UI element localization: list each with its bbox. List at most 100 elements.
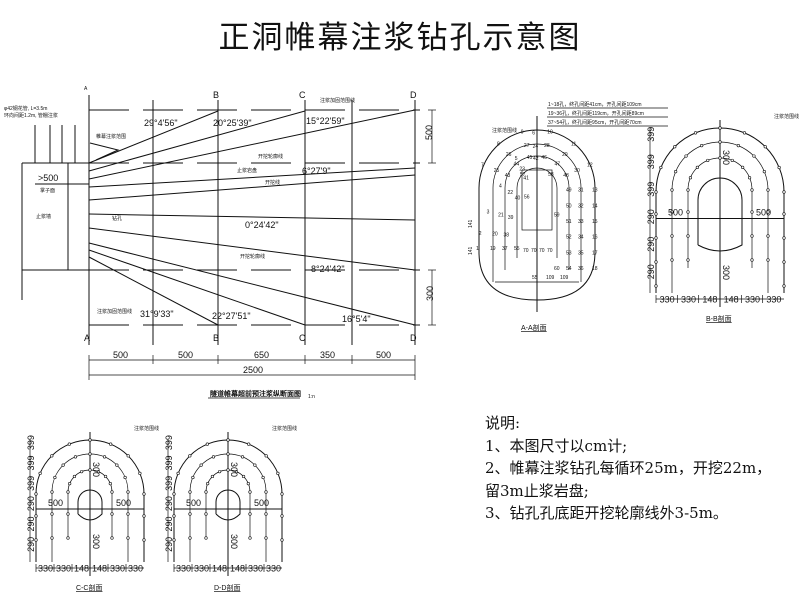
hole-number: 21 [498, 213, 504, 219]
drill-hole-icon [280, 514, 284, 518]
drill-hole-icon [686, 188, 690, 192]
dimension-label: 500 [116, 498, 131, 508]
dimension-label: 55 [532, 275, 538, 281]
wall-label: 止浆墙 [36, 213, 51, 220]
hole-number: 31 [578, 188, 584, 194]
drill-hole-icon [38, 471, 42, 475]
drill-hole-icon [66, 512, 70, 516]
dimension-label: 290 [26, 496, 36, 511]
longitudinal-caption: 隧道帷幕超前预注浆纵断面图 [210, 389, 301, 398]
hole-number: 14 [592, 203, 598, 209]
drill-hole-icon [66, 490, 70, 494]
dimension-label: 500 [756, 208, 771, 218]
excavation-outline [697, 177, 743, 252]
dimension-label: 300 [91, 534, 101, 549]
angle-label: 16°5'4" [342, 314, 371, 324]
hole-number: 33 [578, 219, 584, 225]
note-item: 2、帷幕注浆钻孔每循环25m，开挖22m， [485, 459, 772, 477]
drill-hole-icon [766, 258, 770, 262]
dimension-label: 399 [646, 182, 656, 197]
dimension-label: 399 [164, 435, 174, 450]
drill-hole-icon [126, 454, 130, 458]
drill-hole-icon [253, 463, 257, 467]
dimension-label: 70 [539, 248, 545, 254]
drill-hole-icon [61, 463, 65, 467]
section-mark-b: B [213, 90, 219, 100]
drill-hole-icon [264, 454, 268, 458]
excavation-outline [215, 489, 241, 521]
hole-number: 45 [527, 155, 533, 161]
dimension-label: 300 [229, 534, 239, 549]
drill-hole-icon [138, 471, 142, 475]
angle-label: 29°4'56" [144, 118, 178, 128]
drill-hole-icon [126, 490, 130, 494]
angle-label: 31°9'33" [140, 309, 174, 319]
drill-hole-icon [782, 260, 786, 264]
drill-hole-icon [142, 514, 146, 518]
dimension-label: 330 [194, 564, 209, 574]
dimension-label: 300 [91, 462, 101, 477]
drill-hole-icon [741, 165, 745, 169]
dimension-label: 148 [724, 295, 739, 305]
angle-label: 8°24'42" [311, 264, 345, 274]
line-label: 注浆加固范围线 [320, 97, 355, 104]
drill-hole-icon [73, 455, 78, 459]
hole-number: 42 [533, 156, 539, 162]
hole-number: 56 [524, 194, 530, 200]
drill-hole-icon [280, 538, 284, 542]
drill-hole-icon [188, 490, 192, 494]
drill-hole-icon [264, 490, 268, 494]
hole-number: 46 [541, 155, 547, 161]
bottom-dim: 350 [320, 350, 335, 360]
drill-hole-icon [766, 210, 770, 214]
hole-number: 41 [523, 175, 529, 181]
drill-hole-icon [654, 190, 658, 194]
drill-hole-icon [670, 258, 674, 262]
hole-number: 49 [566, 188, 572, 194]
drill-hole-icon [204, 490, 208, 494]
drill-hole-icon [142, 492, 146, 496]
drill-hole-icon [670, 234, 674, 238]
drill-hole-icon [261, 475, 265, 480]
drill-hole-icon [110, 536, 114, 540]
dimension-label: 399 [164, 455, 174, 470]
excavation-outline [77, 489, 103, 521]
range-label: 帷幕注浆范围 [96, 133, 126, 140]
dimension-label: 500 [254, 498, 269, 508]
angle-label: 15°22'59" [306, 116, 345, 126]
legend-text: 19~36孔，终孔间距119cm，开孔间距89cm [548, 110, 644, 117]
hole-number: 22 [507, 190, 513, 196]
hole-number: 40 [515, 196, 521, 202]
drill-hole-icon [217, 470, 222, 474]
drill-hole-icon [777, 165, 781, 170]
boundary-label: 注浆范围线 [492, 127, 517, 134]
drill-hole-icon [109, 442, 113, 446]
drill-hole-icon [142, 538, 146, 542]
drill-hole-icon [188, 536, 192, 540]
longitudinal-section: 500 300 500 500 650 350 500 2500 >500 A … [4, 86, 436, 400]
dimension-label: 500 [668, 208, 683, 218]
hole-number: 30 [574, 168, 580, 174]
hole-number: 29 [562, 152, 568, 158]
drill-hole-icon [684, 154, 688, 158]
drill-hole-icon [248, 512, 252, 516]
drill-hole-icon [752, 154, 756, 158]
face-label: 掌子面 [40, 187, 55, 194]
boundary-label: 注浆范围线 [134, 425, 159, 432]
drill-hole-icon [718, 126, 722, 130]
drill-hole-icon [782, 236, 786, 240]
hole-number: 55 [514, 246, 520, 252]
drill-hole-icon [241, 474, 246, 479]
hole-number: 2 [479, 231, 482, 237]
dimension-label: 330 [128, 564, 143, 574]
drill-hole-icon [88, 438, 92, 442]
dimension-label: 330 [38, 564, 53, 574]
hole-number: 44 [514, 161, 520, 167]
drill-hole-icon [123, 475, 127, 480]
hole-number: 35 [578, 250, 584, 256]
drill-hole-icon [742, 131, 747, 135]
drill-hole-icon [654, 236, 658, 240]
hole-number: 15 [592, 219, 598, 225]
drill-hole-icon [700, 144, 704, 148]
